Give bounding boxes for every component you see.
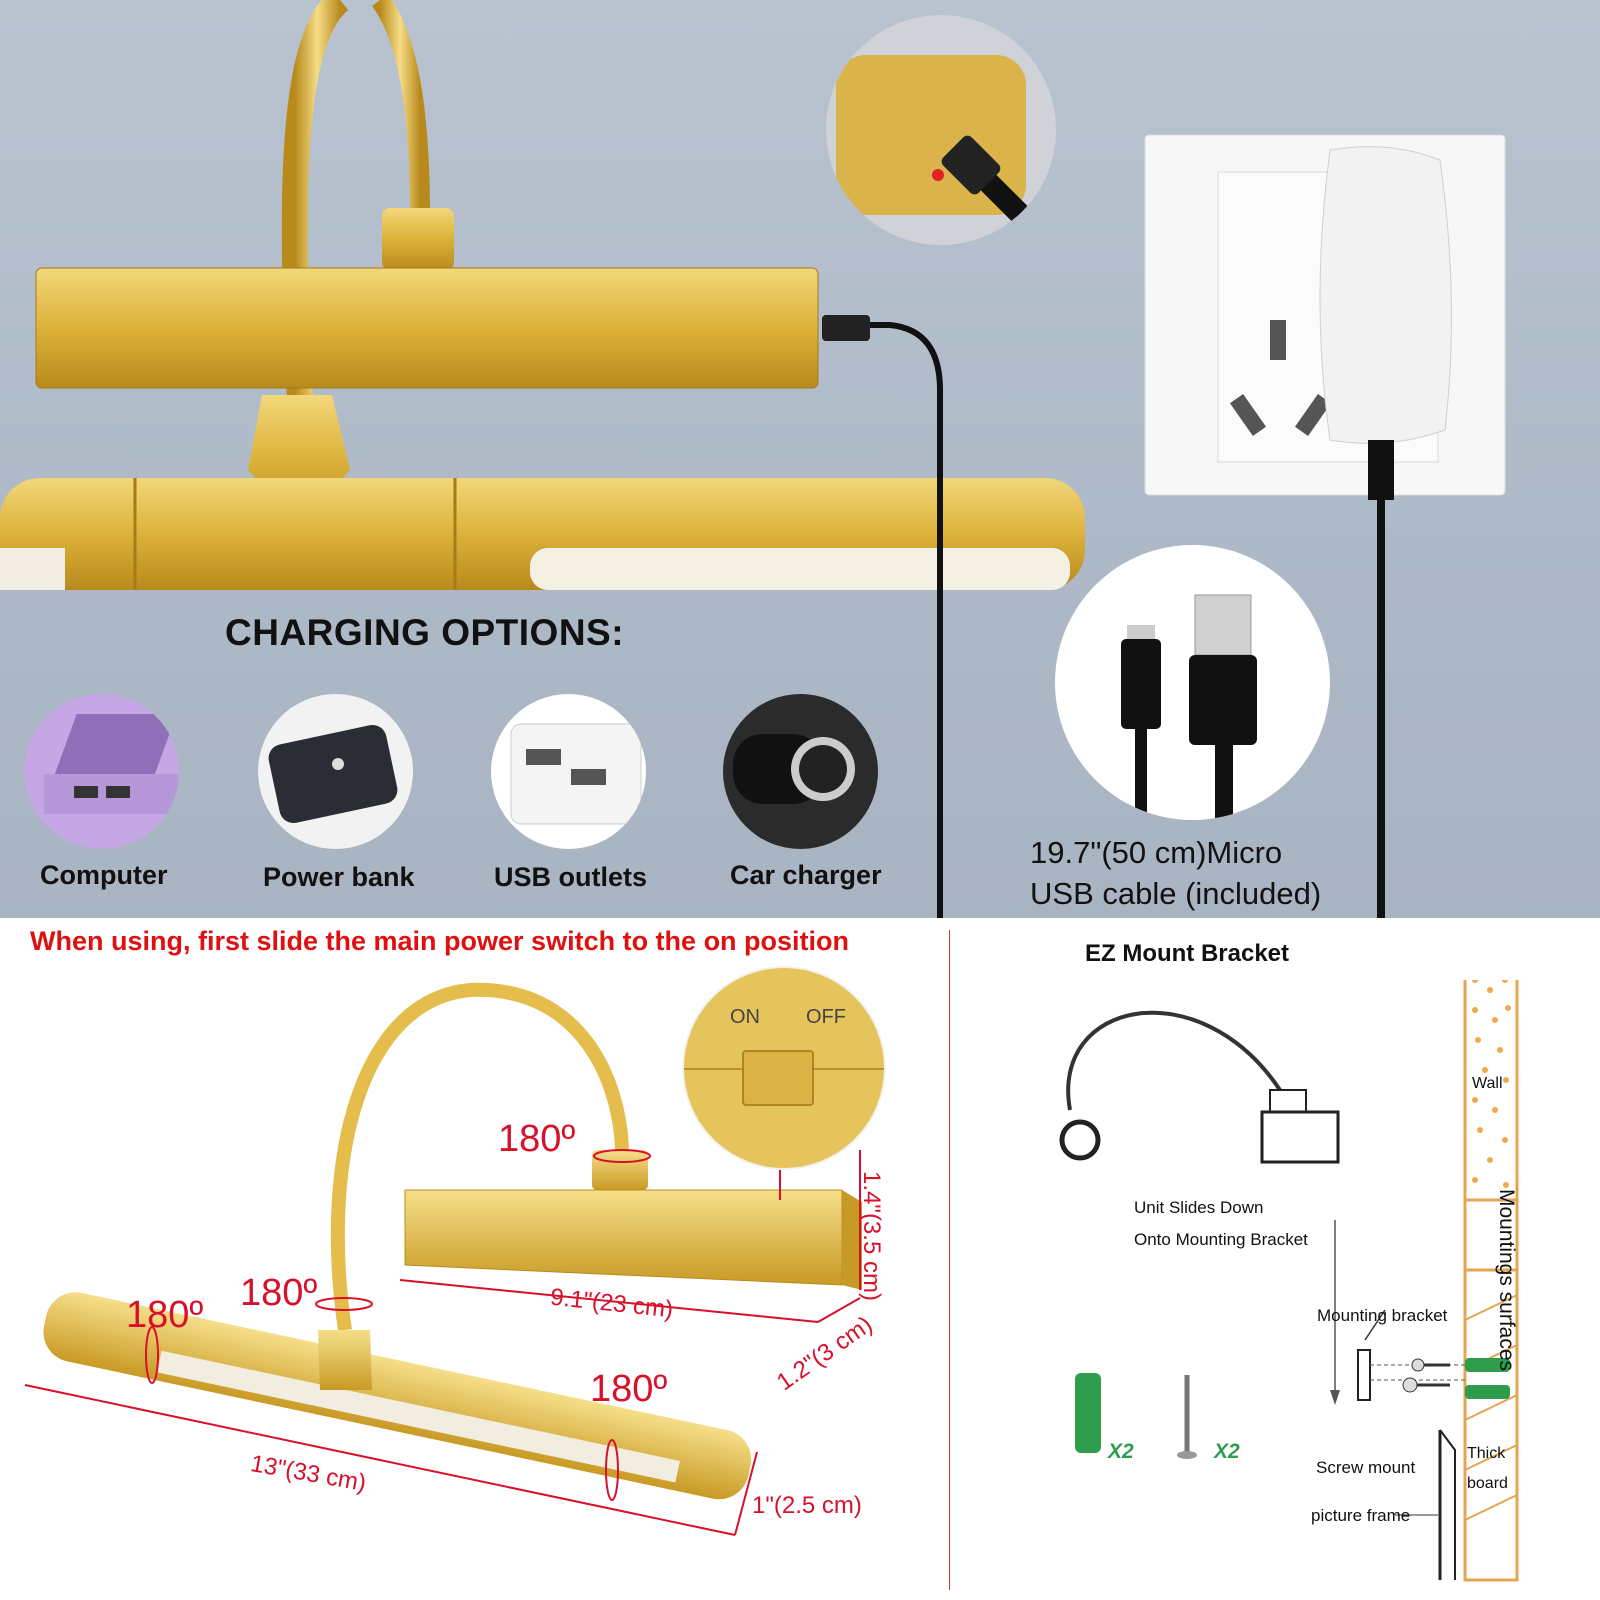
mounting-bracket-label: Mounting bracket <box>1317 1306 1448 1325</box>
surfaces-label: Mountings surfaces <box>1495 1188 1519 1372</box>
slides-line2: Onto Mounting Bracket <box>1134 1230 1308 1249</box>
option-label-power-bank: Power bank <box>263 862 415 892</box>
lamp-product-photo <box>0 0 1506 918</box>
bar-diameter-label: 1"(2.5 cm) <box>752 1492 862 1519</box>
car-charger-icon <box>723 694 878 849</box>
screw-quantity: X2 <box>1214 1440 1240 1463</box>
option-label-usb-outlets: USB outlets <box>494 862 648 892</box>
switch-off-label: OFF <box>806 1006 846 1028</box>
board-label: board <box>1467 1475 1508 1492</box>
option-label-computer: Computer <box>40 860 168 890</box>
mount-diagram <box>1059 980 1519 1582</box>
power-bank-icon <box>258 694 413 849</box>
thick-label: Thick <box>1467 1445 1506 1462</box>
mount-title: EZ Mount Bracket <box>1085 940 1290 967</box>
rotation-neck-label: 180º <box>240 1272 318 1314</box>
charging-section: 19.7"(50 cm)Micro USB cable (included) C… <box>0 0 1600 918</box>
power-switch-zoom: ON OFF <box>682 966 886 1170</box>
micro-usb-cable-zoom <box>1055 545 1330 820</box>
lamp-dimension-diagram <box>24 982 862 1536</box>
usb-port-zoom <box>826 15 1056 245</box>
section-divider <box>949 930 950 1590</box>
picture-frame-label: picture frame <box>1311 1506 1411 1525</box>
cable-label-line2: USB cable (included) <box>1030 876 1322 911</box>
slides-line1: Unit Slides Down <box>1134 1198 1264 1217</box>
laptop-icon <box>24 694 179 849</box>
switch-on-label: ON <box>730 1006 760 1028</box>
wall-anchor-icon <box>1075 1373 1101 1453</box>
power-switch-toggle[interactable] <box>742 1050 814 1106</box>
screw-mount-label: Screw mount <box>1316 1458 1416 1477</box>
cable-length-label: 19.7"(50 cm)Micro USB cable (included) <box>1030 832 1321 914</box>
option-label-car-charger: Car charger <box>730 860 882 890</box>
anchor-quantity: X2 <box>1108 1440 1134 1463</box>
head-height-label: 1.4"(3.5 cm) <box>857 1171 885 1301</box>
cable-label-line1: 19.7"(50 cm)Micro <box>1030 835 1283 870</box>
rotation-top-label: 180º <box>498 1118 576 1160</box>
usb-outlet-icon <box>491 694 646 849</box>
wall-label: Wall <box>1472 1075 1503 1092</box>
charging-options-title: CHARGING OPTIONS: <box>225 612 625 653</box>
rotation-right-label: 180º <box>590 1368 668 1410</box>
power-switch-warning: When using, first slide the main power s… <box>30 926 850 956</box>
rotation-left-label: 180º <box>126 1294 204 1336</box>
